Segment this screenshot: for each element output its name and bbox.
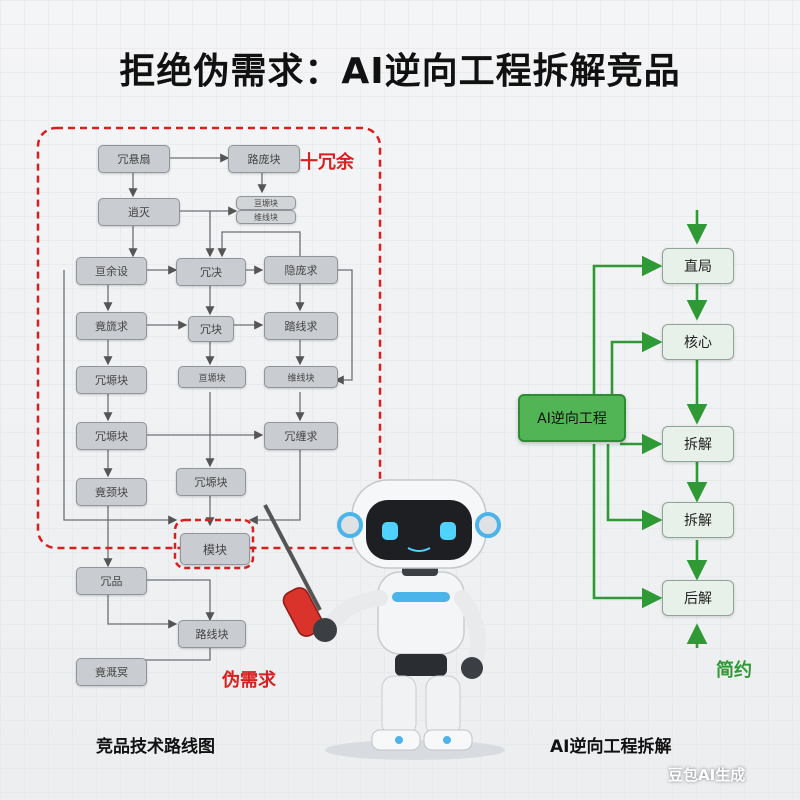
simple-label: 简约 (716, 660, 752, 681)
right-node-1: 直局 (662, 248, 734, 284)
node-1: 冗悬扇 (98, 145, 170, 173)
node-2: 路庞块 (228, 145, 300, 173)
watermark: 豆包AI生成 (668, 766, 746, 784)
pseudo-demand-highlight (173, 518, 255, 570)
right-node-3: 拆解 (662, 426, 734, 462)
left-caption: 竞品技术路线图 (96, 737, 215, 757)
node-3: 逍灭 (98, 198, 180, 226)
right-node-5: 后解 (662, 580, 734, 616)
ai-reverse-engineering-node: AI逆向工程 (518, 394, 626, 442)
node-17: 路线块 (178, 620, 246, 648)
node-9: 踏线求 (264, 312, 338, 340)
node-7: 竟旒求 (76, 312, 147, 340)
node-13: 冗塬块 (176, 468, 246, 496)
node-20: 维线块 (236, 210, 296, 224)
pseudo-demand-label: 伪需求 (222, 670, 276, 691)
node-5: 冗决 (176, 258, 246, 286)
right-node-2: 核心 (662, 324, 734, 360)
node-11: 冗塬块 (76, 422, 147, 450)
node-15-module: 模块 (180, 533, 250, 565)
right-caption: AI逆向工程拆解 (550, 737, 672, 757)
node-8: 冗块 (188, 316, 234, 342)
screwdriver-icon (263, 504, 324, 637)
redundancy-label: 十冗余 (300, 152, 354, 173)
node-12: 冗缠求 (264, 422, 338, 450)
node-21: 亘塬块 (178, 366, 246, 388)
node-14: 竟颈块 (76, 478, 147, 506)
node-10: 冗塬块 (76, 366, 147, 394)
node-16: 冗品 (76, 567, 147, 595)
right-node-4: 拆解 (662, 502, 734, 538)
redundancy-region (36, 126, 382, 550)
node-6: 隐庞求 (264, 256, 338, 284)
node-18: 竟溉冥 (76, 658, 147, 686)
page-title: 拒绝伪需求：AI逆向工程拆解竞品 (119, 51, 681, 92)
node-4: 亘余设 (76, 257, 147, 285)
node-19: 亘塬块 (236, 196, 296, 210)
node-20b: 维线块 (264, 366, 338, 388)
